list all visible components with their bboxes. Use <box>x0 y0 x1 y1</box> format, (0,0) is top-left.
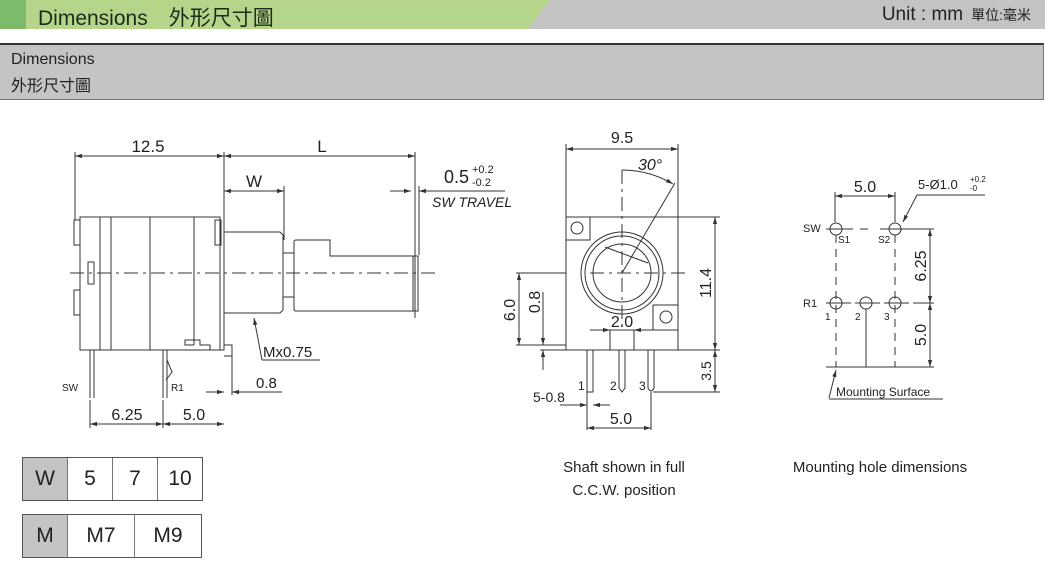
pin-2-label: 2 <box>610 379 617 393</box>
dim-body-length: 12.5 <box>131 137 164 156</box>
unit-label-cn: 單位:毫米 <box>971 7 1031 23</box>
pin-label-r1: R1 <box>171 383 184 394</box>
hole-tol-minus: -0 <box>970 184 978 193</box>
dim-center-height: 6.0 <box>502 299 519 321</box>
dim-shaft-length: L <box>317 137 326 156</box>
hole-spec: 5-Ø1.0 <box>918 177 958 192</box>
hole-pin-1: 1 <box>825 312 831 323</box>
dim-slot: 2.0 <box>611 314 633 331</box>
dim-hole-pitch-y2: 5.0 <box>913 324 930 346</box>
sw-travel-minus: -0.2 <box>472 177 491 189</box>
pin-label-sw: SW <box>62 383 79 394</box>
sw-travel-value: 0.5 <box>444 167 469 187</box>
hole-pin-3: 3 <box>884 312 890 323</box>
w-table-cell: 7 <box>112 458 157 500</box>
w-table: W 5 7 10 <box>22 457 203 501</box>
section-title-en: Dimensions <box>11 51 95 68</box>
m-table: M M7 M9 <box>22 514 202 558</box>
hole-label-sw: SW <box>803 223 821 235</box>
dim-bushing: W <box>246 172 262 191</box>
dim-pin-length: 3.5 <box>698 361 714 381</box>
caption-line-1: Shaft shown in full <box>563 459 685 476</box>
hole-pin-2: 2 <box>855 312 861 323</box>
dim-hole-pitch-x: 5.0 <box>854 179 876 196</box>
side-view <box>70 152 505 428</box>
header-bar: Dimensions 外形尺寸圖 Unit : mm 單位:毫米 <box>0 0 1045 30</box>
w-table-cell: 10 <box>157 458 202 500</box>
hole-view <box>826 192 985 400</box>
mounting-surface-label: Mounting Surface <box>836 385 930 399</box>
pin-3-label: 3 <box>639 379 646 393</box>
dim-pitch-2: 5.0 <box>183 407 205 424</box>
hole-label-s2: S2 <box>878 235 891 246</box>
dim-angle: 30° <box>638 157 663 174</box>
unit-label: Unit : mm <box>881 4 964 25</box>
hole-label-s1: S1 <box>838 235 851 246</box>
w-table-header: W <box>23 458 67 500</box>
m-table-header: M <box>23 515 67 557</box>
m-table-cell: M7 <box>67 515 134 557</box>
dim-offset: 0.8 <box>527 291 544 313</box>
dim-pin-width: 5-0.8 <box>533 389 565 405</box>
dim-flange: 0.8 <box>256 375 277 392</box>
dim-pin-pitch: 5.0 <box>610 411 632 428</box>
section-title-cn: 外形尺寸圖 <box>11 78 92 95</box>
hole-view-caption: Mounting hole dimensions <box>792 459 968 476</box>
sw-travel-plus: +0.2 <box>472 164 494 176</box>
dim-pitch-1: 6.25 <box>111 407 142 424</box>
hole-tol-plus: +0.2 <box>970 175 986 184</box>
sw-travel-label: SW TRAVEL <box>432 194 512 210</box>
header-green-band <box>0 0 550 29</box>
header-accent-strip <box>0 0 26 29</box>
m-table-cell: M9 <box>134 515 201 557</box>
section-header: Dimensions 外形尺寸圖 <box>0 43 1044 100</box>
hole-label-r1: R1 <box>803 298 817 310</box>
caption-line-2: C.C.W. position <box>572 482 676 499</box>
dim-front-width: 9.5 <box>611 130 633 147</box>
w-table-cell: 5 <box>67 458 112 500</box>
dim-hole-pitch-y1: 6.25 <box>913 250 930 281</box>
header-title: Dimensions 外形尺寸圖 <box>38 7 274 30</box>
pin-1-label: 1 <box>578 379 585 393</box>
dim-front-height: 11.4 <box>698 268 715 298</box>
dim-thread: Mx0.75 <box>263 344 312 361</box>
front-view <box>516 144 720 431</box>
header-unit: Unit : mm 單位:毫米 <box>882 4 1031 26</box>
